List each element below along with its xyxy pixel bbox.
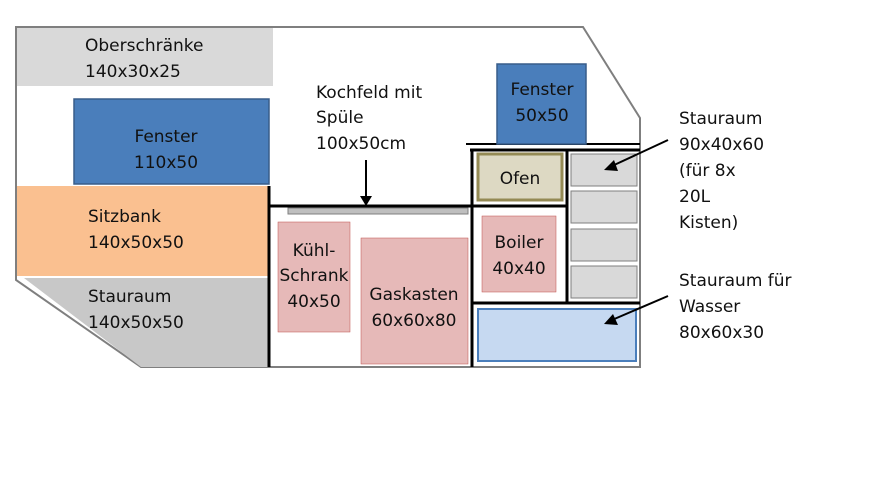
oberschraenke-block: [17, 28, 273, 86]
stauraum-wasser-label-2: Wasser: [679, 297, 740, 317]
fenster-large-size: 110x50: [134, 153, 198, 173]
stauraum-kisten-arrow: [611, 139, 669, 167]
stauraum-wasser-arrow-head: [604, 314, 618, 325]
kochfeld-label: Kochfeld mit: [316, 83, 422, 103]
sitzbank-size: 140x50x50: [88, 233, 184, 253]
stauraum-kisten-size: 90x40x60: [679, 135, 764, 155]
boiler-size: 40x40: [492, 259, 545, 279]
stauraum-wasser-size: 80x60x30: [679, 323, 764, 343]
gaskasten-block: [360, 237, 469, 365]
kochfeld-sink: [287, 207, 469, 215]
stauraum-wasser-arrow: [611, 295, 669, 321]
kochfeld-label-2: Spüle: [316, 108, 364, 128]
stauraum-kisten-arrow-head: [604, 160, 618, 171]
kiste-box: [570, 190, 638, 224]
kuehlschrank-block: [277, 221, 351, 333]
kuehlschrank-size: 40x50: [287, 292, 340, 312]
gaskasten-label: Gaskasten: [369, 285, 458, 305]
kiste-box: [570, 228, 638, 262]
fenster-small-label: Fenster: [510, 80, 573, 100]
kochfeld-size: 100x50cm: [316, 134, 406, 154]
fenster-large-block: [73, 98, 270, 185]
kuehlschrank-label-2: Schrank: [280, 266, 349, 286]
sitzbank-label: Sitzbank: [88, 207, 161, 227]
oberschraenke-size: 140x30x25: [85, 62, 181, 82]
fenster-small-block: [496, 63, 587, 145]
wasser-tank-block: [477, 308, 637, 362]
stauraum-kisten-label: Stauraum: [679, 109, 762, 129]
stauraum-left-label: Stauraum: [88, 287, 171, 307]
fenster-small-size: 50x50: [515, 106, 568, 126]
stauraum-kisten-note-2: 20L: [679, 187, 711, 207]
stauraum-wasser-label: Stauraum für: [679, 271, 792, 291]
stauraum-left-size: 140x50x50: [88, 313, 184, 333]
kuehlschrank-label: Kühl-: [293, 241, 336, 261]
fenster-large-label: Fenster: [134, 127, 197, 147]
kochfeld-arrow-head: [360, 196, 372, 206]
gaskasten-size: 60x60x80: [371, 311, 456, 331]
sitzbank-block: [17, 186, 269, 276]
stauraum-kisten-note-1: (für 8x: [679, 161, 736, 181]
oberschraenke-label: Oberschränke: [85, 36, 203, 56]
ofen-block: [476, 152, 564, 202]
kiste-box: [570, 265, 638, 299]
boiler-label: Boiler: [495, 233, 544, 253]
stauraum-left-block: [24, 278, 269, 367]
stauraum-kisten-note-3: Kisten): [679, 213, 738, 233]
boiler-block: [481, 215, 557, 293]
ofen-label: Ofen: [500, 169, 541, 189]
